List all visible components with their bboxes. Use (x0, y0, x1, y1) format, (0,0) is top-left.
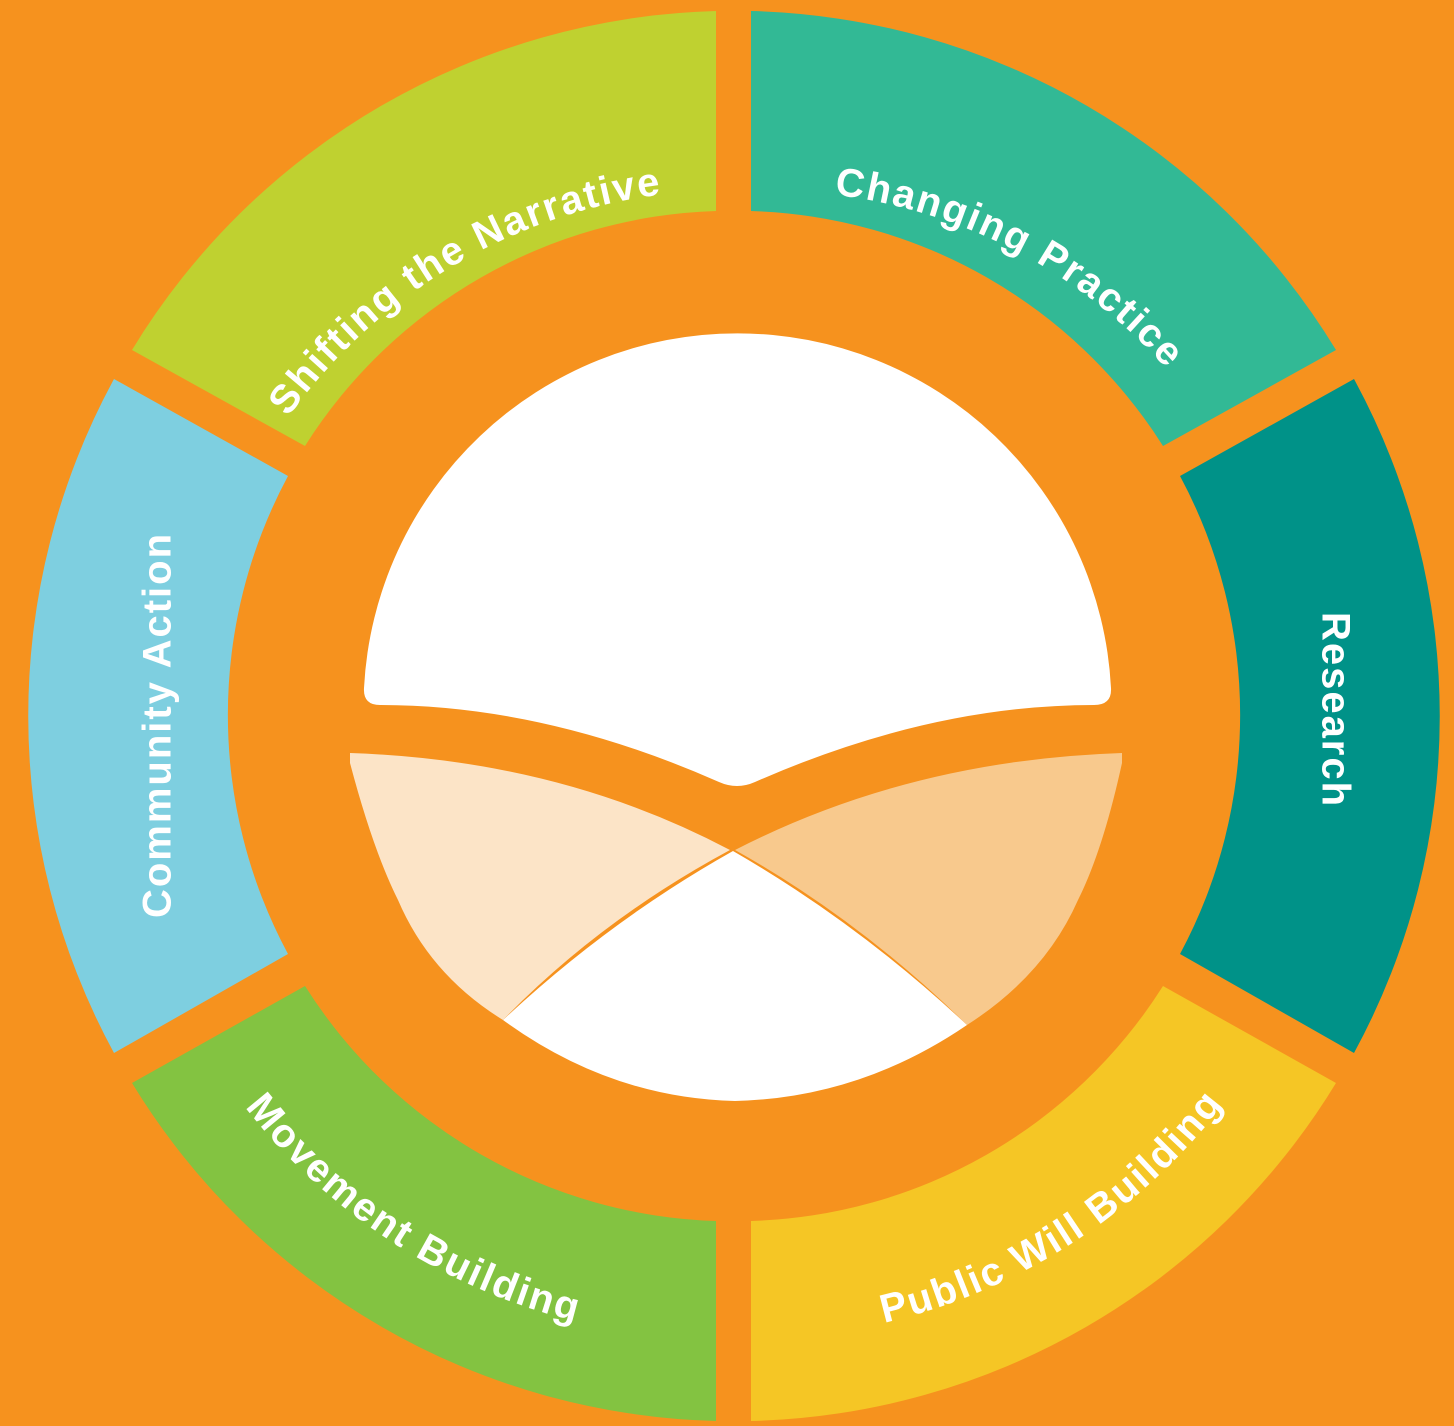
segment-research (1180, 379, 1440, 1053)
logo-right-leaf (735, 753, 1122, 1025)
logo-bottom (503, 851, 967, 1101)
segment-changing-practice (751, 11, 1336, 446)
logo-left-leaf (350, 753, 730, 1020)
segment-shifting-the-narrative (132, 11, 716, 446)
label-research: Research (1313, 612, 1357, 808)
segment-movement-building (132, 986, 716, 1421)
logo-top-dome (363, 333, 1112, 786)
center-logo (350, 333, 1122, 1101)
segment-community-action (28, 379, 288, 1053)
segment-public-will-building (751, 986, 1336, 1421)
label-community-action: Community Action (136, 532, 180, 918)
